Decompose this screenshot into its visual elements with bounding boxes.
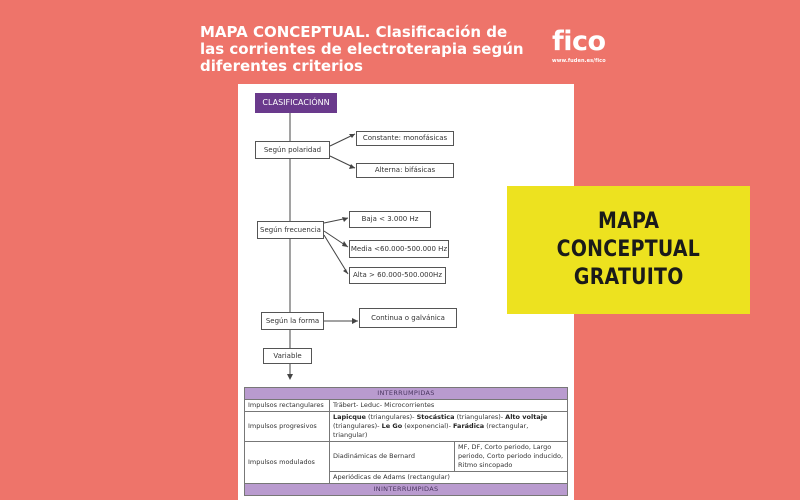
term-stocastica: Stocástica	[416, 413, 455, 421]
term-faradica: Farádica	[453, 422, 485, 430]
logo-url: www.fuden.es/fico	[552, 58, 606, 64]
note-lapicque: (triangulares)-	[365, 413, 417, 421]
row-value-diad: Diadinámicas de Bernard	[329, 441, 455, 472]
node-alta: Alta > 60.000-500.000Hz	[349, 267, 446, 284]
node-media: Media <60.000-500.000 Hz	[349, 240, 449, 258]
logo-wordmark: fico	[552, 26, 606, 57]
note-lego: (exponencial)-	[402, 422, 453, 430]
table-row: Impulsos rectangulares Träbert- Leduc- M…	[244, 399, 568, 412]
classification-table: INTERRUMPIDAS Impulsos rectangulares Trä…	[244, 387, 568, 496]
note-alto: (triangulares)-	[333, 422, 382, 430]
table-row: Impulsos progresivos Lapicque (triangula…	[244, 411, 568, 442]
table-band-row: ININTERRUMPIDAS	[244, 483, 568, 496]
table-row: Impulsos modulados Diadinámicas de Berna…	[244, 441, 568, 484]
row-label-mod: Impulsos modulados	[244, 441, 330, 484]
badge-line-1: MAPA	[597, 209, 660, 234]
root-node: CLASIFICACIÓNN	[255, 93, 337, 113]
row-value-prog: Lapicque (triangulares)- Stocástica (tri…	[329, 411, 568, 442]
node-continua: Continua o galvánica	[359, 308, 457, 328]
node-forma: Según la forma	[261, 312, 324, 330]
badge-line-3: GRATUITO	[573, 265, 684, 290]
band-ininterrumpidas: ININTERRUMPIDAS	[244, 483, 568, 496]
node-variable: Variable	[263, 348, 312, 364]
node-polaridad: Según polaridad	[255, 141, 330, 159]
note-faradica: (rectangular, triangular)	[333, 422, 529, 439]
page-title: MAPA CONCEPTUAL. Clasificación de las co…	[200, 23, 524, 75]
node-baja: Baja < 3.000 Hz	[349, 211, 431, 228]
row-label-prog: Impulsos progresivos	[244, 411, 330, 442]
node-alterna: Alterna: bifásicas	[356, 163, 454, 178]
badge-line-2: CONCEPTUAL	[556, 237, 701, 262]
note-stocastica: (triangulares)-	[454, 413, 506, 421]
node-frecuencia: Según frecuencia	[257, 221, 324, 239]
term-lapicque: Lapicque	[333, 413, 366, 421]
row-value-rect: Träbert- Leduc- Microcorrientes	[329, 399, 568, 412]
free-badge[interactable]: MAPA CONCEPTUAL GRATUITO	[507, 186, 750, 314]
band-interrumpidas: INTERRUMPIDAS	[244, 387, 568, 400]
term-alto-voltaje: Alto voltaje	[505, 413, 548, 421]
node-constante: Constante: monofásicas	[356, 131, 454, 146]
row-value-aperiodicas: Aperiódicas de Adams (rectangular)	[329, 471, 568, 484]
fico-logo[interactable]: fico www.fuden.es/fico	[552, 26, 622, 65]
term-lego: Le Go	[381, 422, 403, 430]
row-label-rect: Impulsos rectangulares	[244, 399, 330, 412]
table-band-row: INTERRUMPIDAS	[244, 387, 568, 400]
row-value-diad-detail: MF, DF, Corto periodo, Largo periodo, Co…	[454, 441, 568, 472]
